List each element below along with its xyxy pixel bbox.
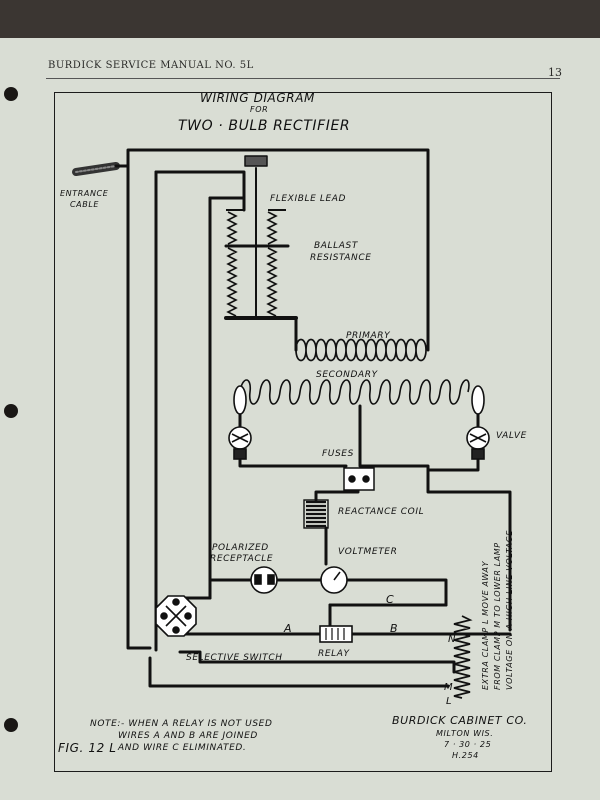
wire-left-inner — [154, 170, 246, 212]
wire-valve-base-left — [238, 458, 348, 468]
clamp-note-1: EXTRA CLAMP L MOVE AWAY — [481, 560, 490, 690]
main-wire-outer — [114, 148, 430, 334]
diagram-frame — [54, 92, 552, 772]
voltmeter — [320, 566, 348, 594]
label-wire-a: A — [283, 622, 292, 635]
ballast-coil-left — [226, 247, 238, 317]
drawing-date: 7 · 30 · 25 — [444, 740, 491, 749]
valve-right — [466, 385, 490, 460]
clamp-note-2: FROM CLAMP M TO LOWER LAMP — [493, 542, 502, 690]
label-valve: VALVE — [496, 431, 527, 441]
title-line-1: WIRING DIAGRAM — [200, 91, 315, 105]
secondary-coil — [239, 379, 470, 405]
ballast-coil-right — [266, 247, 278, 317]
label-clamp-l: L — [446, 696, 452, 707]
label-entrance-cable-2: CABLE — [70, 200, 99, 209]
label-relay: RELAY — [318, 649, 351, 659]
polarized-receptacle — [250, 566, 278, 594]
company-location: MILTON WIS. — [436, 729, 493, 738]
primary-coil — [295, 338, 427, 362]
drawing-number: H.254 — [452, 751, 479, 760]
figure-label: FIG. 12 L — [58, 741, 117, 755]
ballast-knob — [244, 155, 268, 167]
page-number: 13 — [548, 66, 562, 79]
label-polarized-2: RECEPTACLE — [210, 554, 273, 564]
label-clamp-n: N — [448, 634, 456, 645]
company-name: BURDICK CABINET CO. — [392, 714, 528, 727]
label-ballast-2: RESISTANCE — [310, 253, 372, 263]
note-line-3: AND WIRE C ELIMINATED. — [117, 743, 246, 753]
clamp-resistor — [453, 615, 473, 699]
label-fuses: FUSES — [322, 449, 354, 459]
binder-hole-bottom — [4, 718, 18, 732]
label-primary: PRIMARY — [346, 331, 391, 341]
clamp-note-3: VOLTAGE ON A HIGH LINE VOLTAGE — [505, 530, 514, 690]
binder-hole-middle — [4, 404, 18, 418]
note-line-2: WIRES A AND B ARE JOINED — [118, 731, 258, 741]
label-polarized-1: POLARIZED — [212, 543, 269, 553]
relay — [319, 625, 353, 643]
label-ballast-1: BALLAST — [314, 241, 359, 251]
label-secondary: SECONDARY — [316, 370, 379, 380]
title-line-3: TWO · BULB RECTIFIER — [178, 118, 350, 134]
note-line-1: NOTE:- WHEN A RELAY IS NOT USED — [90, 719, 273, 729]
valve-left — [228, 385, 252, 460]
label-wire-b: B — [390, 622, 398, 635]
label-flexible-lead: FLEXIBLE LEAD — [270, 194, 346, 204]
label-selective-switch: SELECTIVE SWITCH — [186, 653, 283, 663]
label-voltmeter: VOLTMETER — [338, 547, 397, 557]
main-wire-left — [126, 164, 152, 650]
title-line-2: FOR — [250, 105, 268, 114]
selective-switch — [155, 595, 197, 637]
label-clamp-m: M — [444, 682, 453, 693]
label-reactance-coil: REACTANCE COIL — [338, 507, 424, 517]
manual-title: BURDICK SERVICE MANUAL NO. 5L — [48, 60, 254, 71]
header-rule — [46, 78, 560, 79]
binder-hole-top — [4, 87, 18, 101]
label-wire-c: C — [386, 593, 394, 606]
label-entrance-cable-1: ENTRANCE — [60, 189, 109, 198]
reactance-coil — [303, 499, 329, 529]
fuses — [343, 467, 375, 491]
